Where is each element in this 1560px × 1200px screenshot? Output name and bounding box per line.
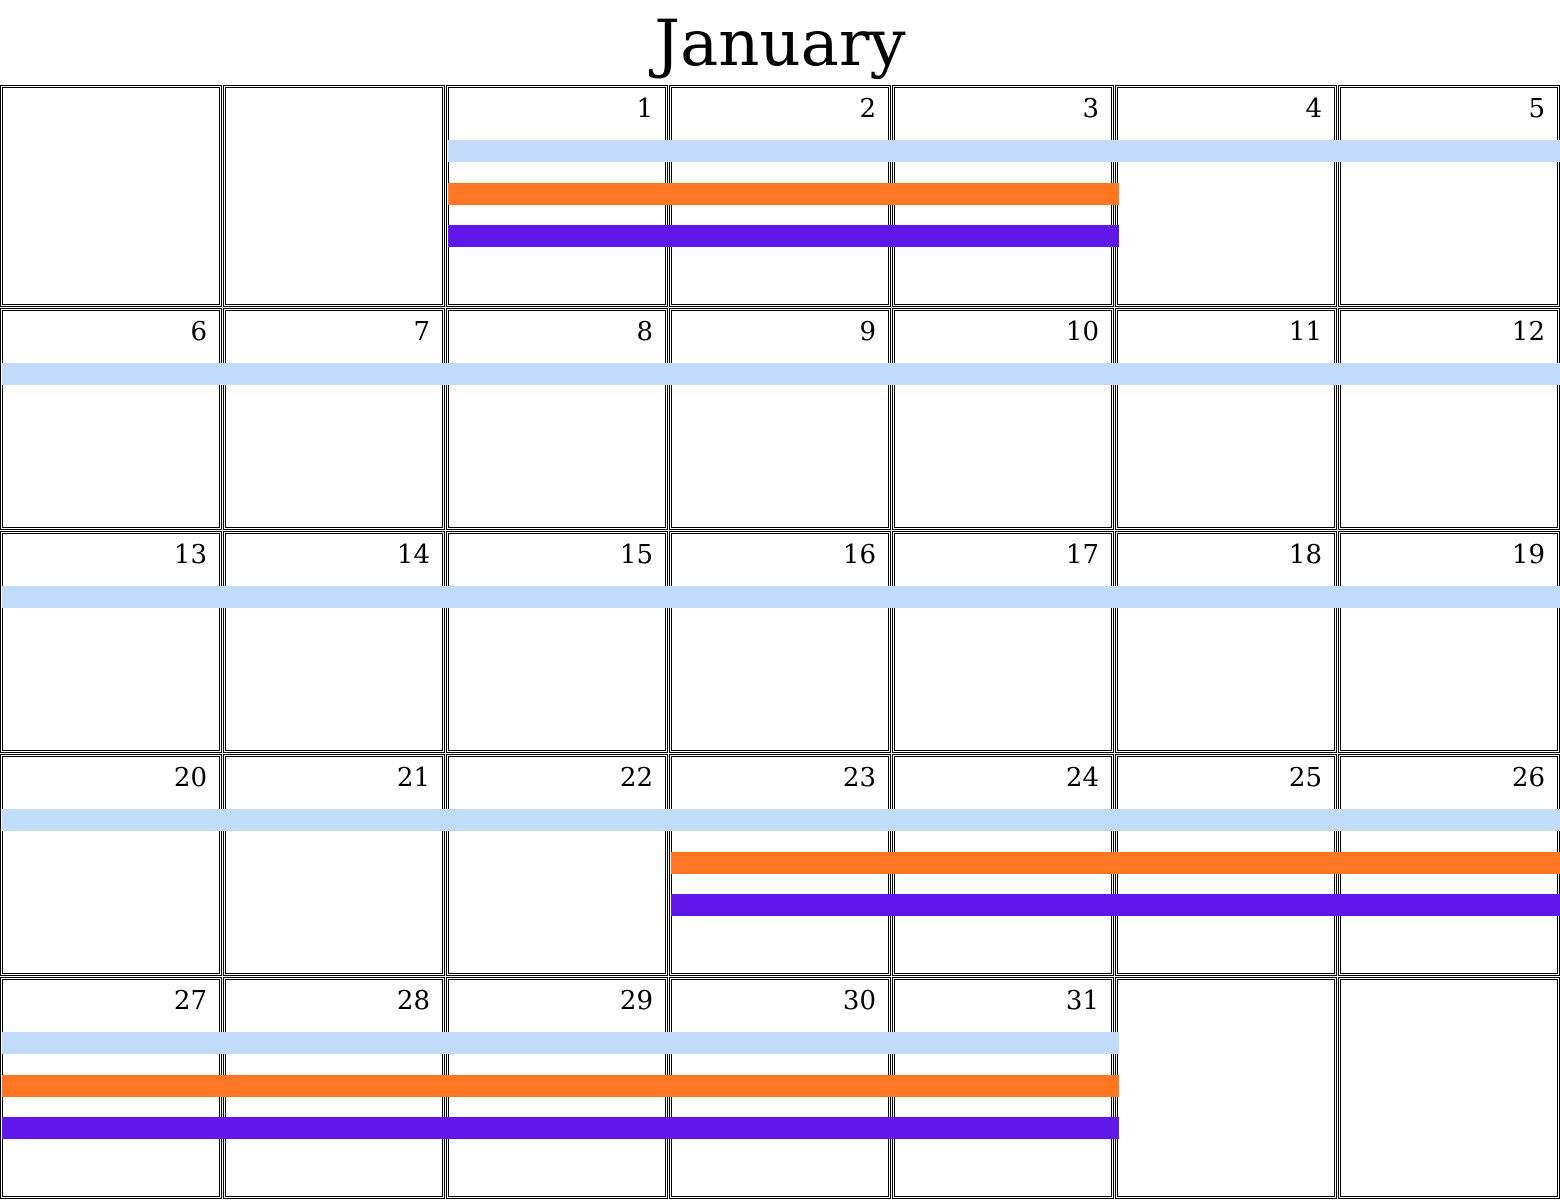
day-number: 15 — [619, 540, 653, 570]
day-cell-16[interactable]: 16 — [669, 531, 891, 753]
event-bar-purple-event-week-1[interactable] — [448, 225, 1119, 247]
day-number: 26 — [1511, 763, 1545, 793]
day-number: 12 — [1511, 317, 1545, 347]
event-bar-orange-event-week-5[interactable] — [2, 1075, 1119, 1097]
day-number: 16 — [842, 540, 876, 570]
day-number: 10 — [1065, 317, 1099, 347]
event-bar-light-blue-event-week-5[interactable] — [2, 1032, 1119, 1054]
day-number: 6 — [190, 317, 207, 347]
event-bar-orange-event-week-1[interactable] — [448, 183, 1119, 205]
day-cell-7[interactable]: 7 — [223, 308, 445, 530]
event-bar-light-blue-event-week-3[interactable] — [2, 586, 1560, 608]
day-number: 24 — [1065, 763, 1099, 793]
day-number: 9 — [859, 317, 876, 347]
event-bar-purple-event-week-5[interactable] — [2, 1117, 1119, 1139]
empty-day-cell — [1115, 977, 1337, 1199]
day-number: 31 — [1065, 986, 1099, 1016]
event-bar-purple-event-week-4[interactable] — [671, 894, 1560, 916]
empty-day-cell — [1338, 977, 1560, 1199]
day-number: 7 — [413, 317, 430, 347]
day-cell-12[interactable]: 12 — [1338, 308, 1560, 530]
day-number: 21 — [396, 763, 430, 793]
day-number: 5 — [1528, 94, 1545, 124]
day-cell-10[interactable]: 10 — [892, 308, 1114, 530]
day-cell-6[interactable]: 6 — [0, 308, 222, 530]
day-number: 11 — [1288, 317, 1322, 347]
day-number: 20 — [173, 763, 207, 793]
day-cell-4[interactable]: 4 — [1115, 85, 1337, 307]
day-cell-18[interactable]: 18 — [1115, 531, 1337, 753]
day-cell-9[interactable]: 9 — [669, 308, 891, 530]
day-cell-22[interactable]: 22 — [446, 754, 668, 976]
day-number: 2 — [859, 94, 876, 124]
day-cell-5[interactable]: 5 — [1338, 85, 1560, 307]
day-number: 22 — [619, 763, 653, 793]
day-number: 8 — [636, 317, 653, 347]
month-title: January — [654, 7, 906, 81]
day-cell-20[interactable]: 20 — [0, 754, 222, 976]
event-bar-light-blue-event-week-4[interactable] — [2, 809, 1560, 831]
day-number: 27 — [173, 986, 207, 1016]
day-number: 29 — [619, 986, 653, 1016]
day-number: 25 — [1288, 763, 1322, 793]
day-number: 19 — [1511, 540, 1545, 570]
day-cell-11[interactable]: 11 — [1115, 308, 1337, 530]
event-bar-light-blue-event-week-1[interactable] — [448, 140, 1560, 162]
day-cell-8[interactable]: 8 — [446, 308, 668, 530]
day-cell-21[interactable]: 21 — [223, 754, 445, 976]
day-cell-17[interactable]: 17 — [892, 531, 1114, 753]
day-cell-15[interactable]: 15 — [446, 531, 668, 753]
day-cell-19[interactable]: 19 — [1338, 531, 1560, 753]
day-cell-13[interactable]: 13 — [0, 531, 222, 753]
event-bar-orange-event-week-4[interactable] — [671, 852, 1560, 874]
empty-day-cell — [223, 85, 445, 307]
day-number: 18 — [1288, 540, 1322, 570]
day-number: 1 — [636, 94, 653, 124]
day-cell-14[interactable]: 14 — [223, 531, 445, 753]
day-number: 3 — [1082, 94, 1099, 124]
day-number: 23 — [842, 763, 876, 793]
empty-day-cell — [0, 85, 222, 307]
day-number: 17 — [1065, 540, 1099, 570]
day-number: 13 — [173, 540, 207, 570]
day-number: 28 — [396, 986, 430, 1016]
day-number: 14 — [396, 540, 430, 570]
day-number: 30 — [842, 986, 876, 1016]
day-number: 4 — [1305, 94, 1322, 124]
event-bar-light-blue-event-week-2[interactable] — [2, 363, 1560, 385]
